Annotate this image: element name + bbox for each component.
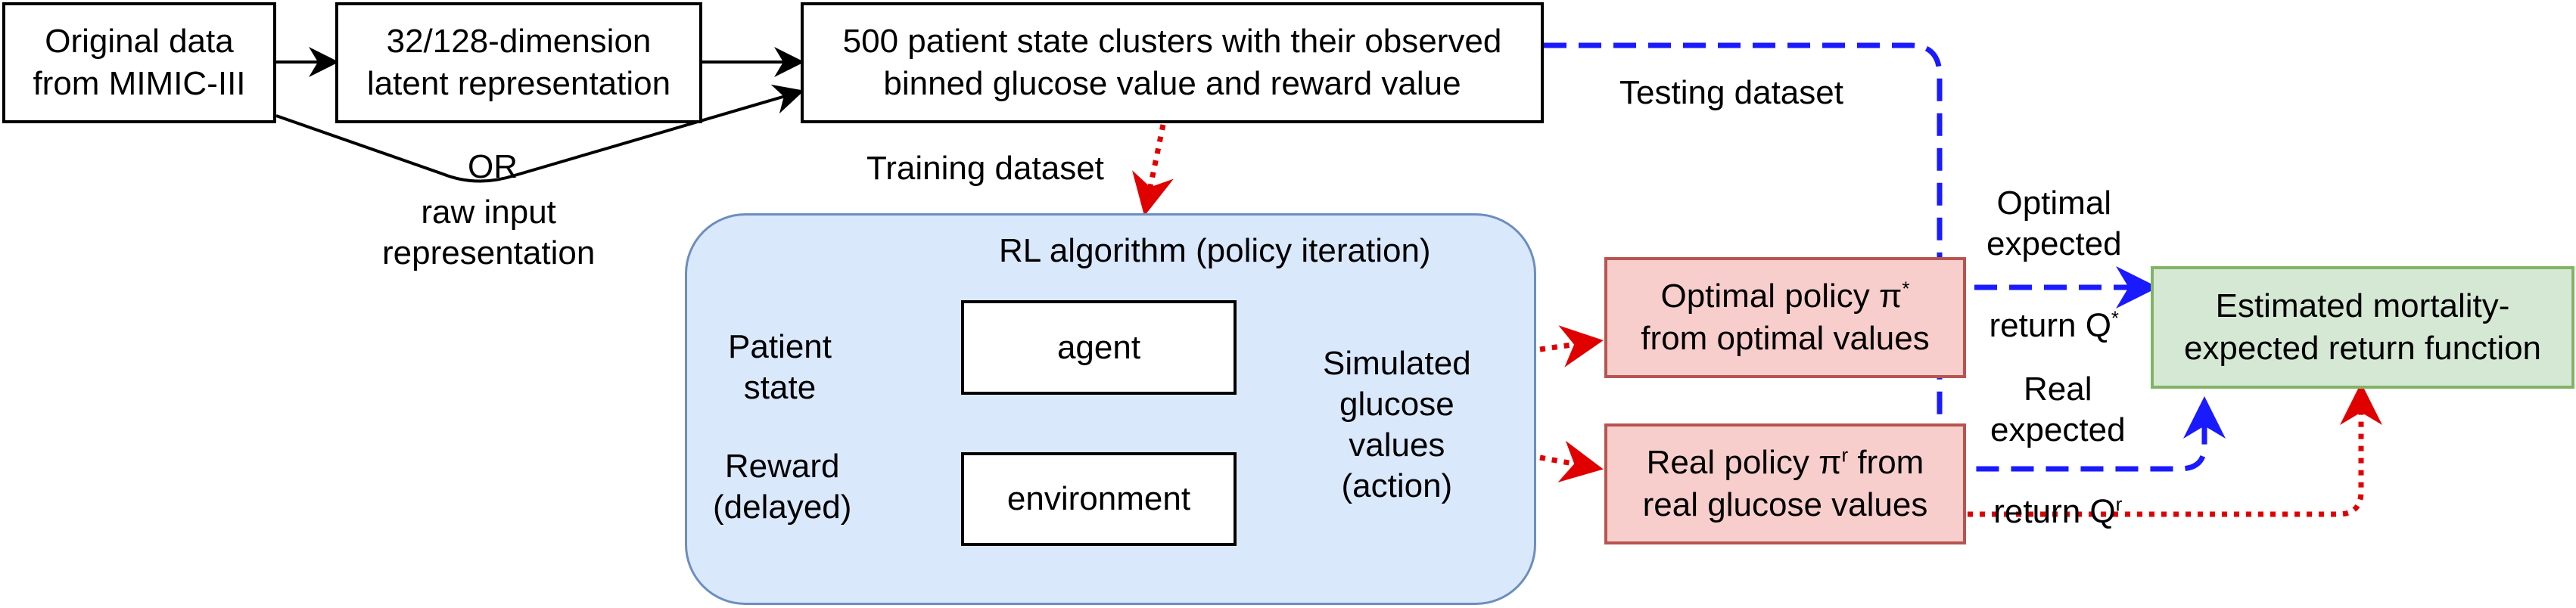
- real-expected-return-label: Real expected return Qr: [1990, 328, 2126, 532]
- real-return-q: return Q: [1993, 493, 2116, 530]
- rl-algorithm-container: [685, 213, 1536, 605]
- testing-dataset-label: Testing dataset: [1619, 74, 1843, 111]
- real-policy-sup: r: [1841, 443, 1849, 467]
- real-policy-box: Real policy πr from real glucose values: [1604, 423, 1966, 544]
- real-policy-line1: Real policy πr from: [1647, 442, 1924, 484]
- raw-input-label: raw input representation: [382, 194, 596, 271]
- optimal-return-sup: *: [2111, 306, 2120, 330]
- training-dataset-label: Training dataset: [866, 150, 1104, 187]
- optimal-expected-return-text: Optimal expected: [1986, 185, 2122, 262]
- patient-state-label: Patient state: [728, 328, 832, 406]
- reward-label: Reward (delayed): [713, 448, 852, 526]
- clusters-box: 500 patient state clusters with their ob…: [801, 2, 1544, 123]
- optimal-policy-sup: *: [1902, 277, 1910, 300]
- real-policy-line2: real glucose values: [1642, 486, 1928, 523]
- rl-algorithm-title: RL algorithm (policy iteration): [999, 232, 1431, 269]
- optimal-policy-line2: from optimal values: [1641, 320, 1930, 357]
- latent-representation-box: 32/128-dimension latent representation: [335, 2, 702, 123]
- simulated-glucose-label: Simulated glucose values (action): [1323, 345, 1471, 504]
- agent-box: agent: [961, 300, 1237, 395]
- edge-training-dataset: [1132, 124, 1174, 216]
- optimal-return-q: return Q: [1989, 307, 2111, 344]
- real-policy-from: from: [1848, 444, 1924, 481]
- edge-real-to-estimated: [1968, 383, 2382, 517]
- original-data-box: Original data from MIMIC-III: [2, 2, 276, 123]
- optimal-policy-box: Optimal policy π* from optimal values: [1604, 257, 1966, 378]
- edge-rl-to-optimal: [1539, 325, 1604, 368]
- optimal-expected-return-label: Optimal expected return Q*: [1986, 142, 2122, 346]
- real-policy-text: Real policy π: [1646, 444, 1842, 481]
- real-expected-return-text: Real expected: [1990, 371, 2126, 448]
- real-return-sup: r: [2115, 492, 2123, 516]
- edge-rl-to-real: [1539, 440, 1604, 482]
- environment-box: environment: [961, 452, 1237, 546]
- optimal-policy-line1: Optimal policy π*: [1660, 275, 1909, 318]
- or-label: OR: [468, 148, 518, 185]
- estimated-return-function-box: Estimated mortality- expected return fun…: [2151, 266, 2574, 389]
- edge-original-to-clusters-raw: [275, 84, 804, 183]
- optimal-policy-text: Optimal policy π: [1660, 278, 1902, 315]
